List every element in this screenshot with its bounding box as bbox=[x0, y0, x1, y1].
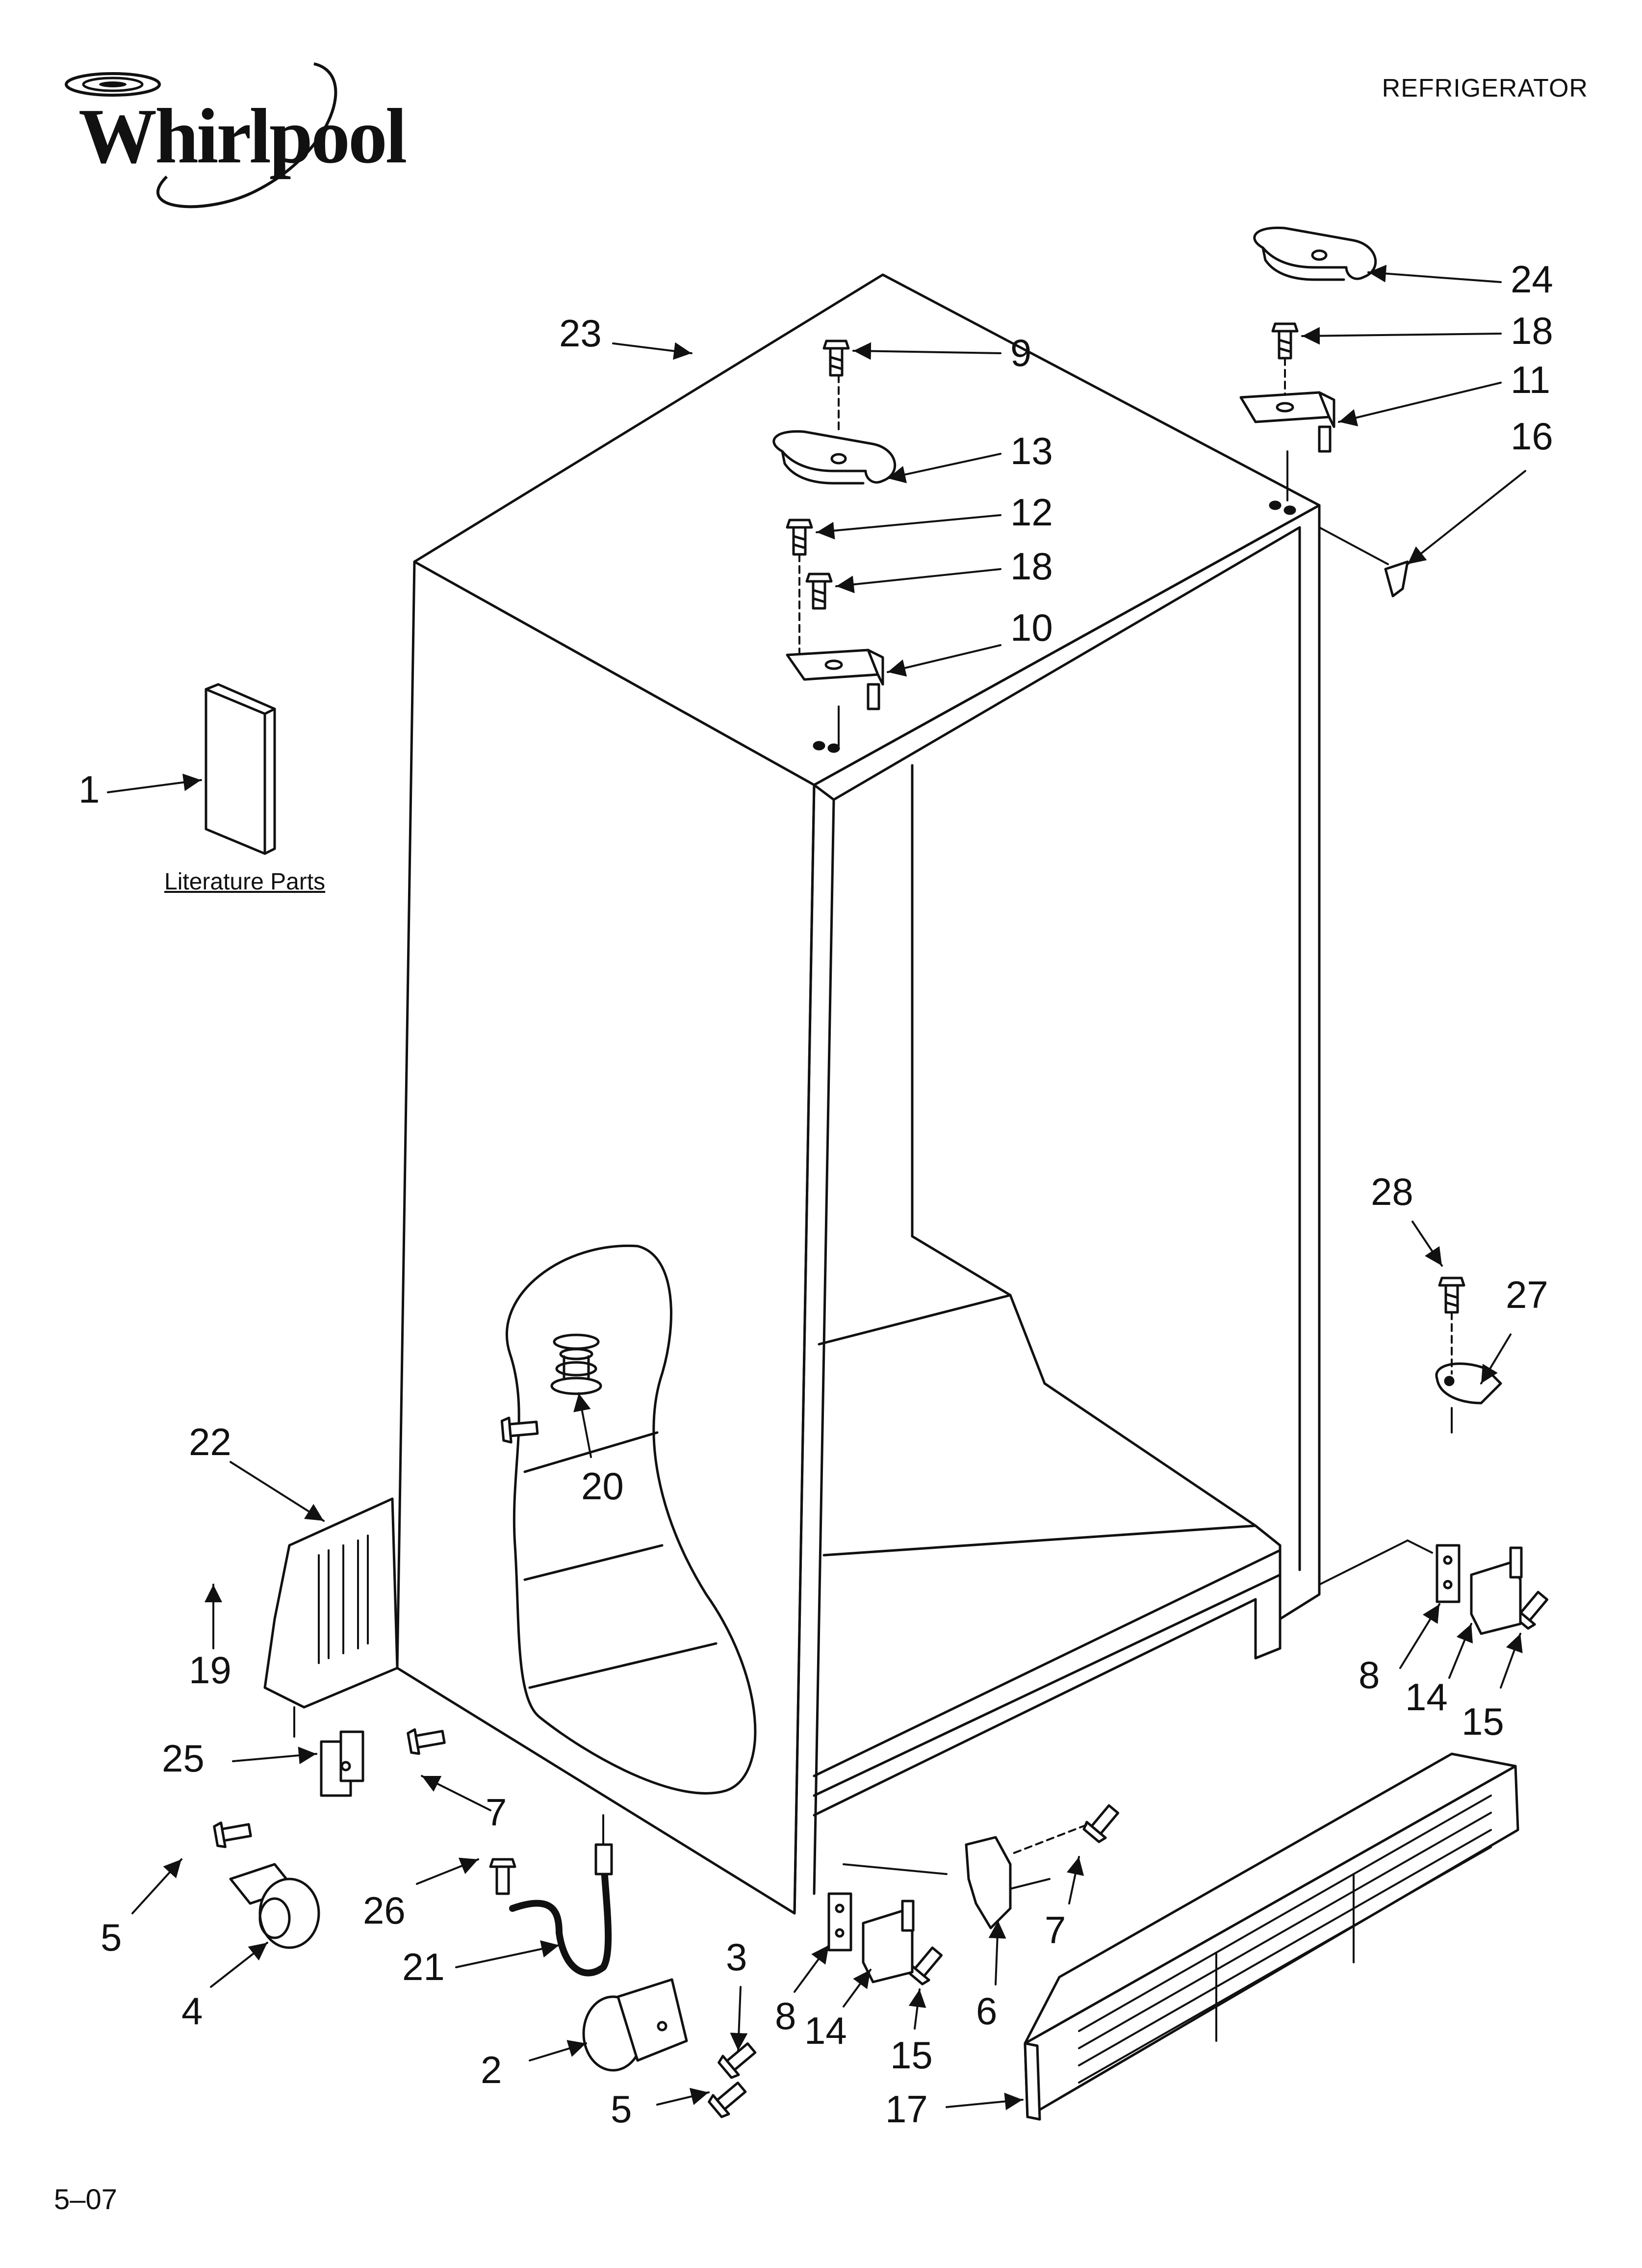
leader-lines bbox=[107, 264, 1526, 2111]
callout-19: 19 bbox=[189, 1648, 231, 1692]
callout-27: 27 bbox=[1506, 1273, 1548, 1316]
callout-15: 15 bbox=[1462, 1700, 1504, 1743]
callout-2: 2 bbox=[481, 2048, 502, 2091]
brand-wordmark: Whirlpool bbox=[78, 92, 407, 180]
part-16-clip bbox=[1384, 560, 1409, 598]
callout-16: 16 bbox=[1511, 415, 1553, 458]
callout-9: 9 bbox=[1010, 331, 1032, 374]
callout-5: 5 bbox=[611, 2087, 632, 2131]
whirlpool-logo: Whirlpool bbox=[59, 54, 407, 216]
part-17-toe-grille bbox=[1024, 1752, 1519, 2121]
logo-swirl-icon bbox=[65, 62, 337, 209]
part-11-hinge bbox=[1239, 391, 1335, 453]
cabinet-shell bbox=[396, 273, 1321, 1915]
callout-14: 14 bbox=[1405, 1675, 1448, 1719]
callout-7: 7 bbox=[486, 1791, 507, 1834]
part-27-bracket bbox=[1435, 1362, 1502, 1405]
part-2-roller bbox=[582, 1978, 688, 2072]
callout-11: 11 bbox=[1511, 358, 1550, 401]
callout-5: 5 bbox=[101, 1916, 122, 1959]
page-title: REFRIGERATOR bbox=[1382, 74, 1588, 103]
callout-7: 7 bbox=[1045, 1908, 1066, 1952]
callout-18: 18 bbox=[1010, 545, 1053, 588]
part-20-grommet bbox=[550, 1333, 602, 1395]
part-4-roller bbox=[229, 1863, 320, 1949]
callout-10: 10 bbox=[1010, 606, 1053, 649]
callout-24: 24 bbox=[1511, 258, 1553, 301]
callout-3: 3 bbox=[726, 1935, 747, 1979]
screws bbox=[213, 322, 1549, 2118]
callout-4: 4 bbox=[181, 1989, 203, 2033]
part-1-literature bbox=[205, 683, 276, 855]
part-24-hinge-cover bbox=[1253, 226, 1377, 281]
part-25-bracket bbox=[320, 1730, 364, 1797]
callout-12: 12 bbox=[1010, 491, 1053, 534]
callout-25: 25 bbox=[162, 1737, 205, 1780]
part-21-tube bbox=[509, 1843, 613, 1977]
callout-21: 21 bbox=[402, 1945, 445, 1988]
part-6-bracket bbox=[965, 1836, 1012, 1929]
callout-26: 26 bbox=[363, 1889, 406, 1932]
callout-20: 20 bbox=[581, 1464, 624, 1508]
callout-8: 8 bbox=[775, 1994, 796, 2037]
part-14-hinge-left bbox=[862, 1900, 915, 1983]
callout-14: 14 bbox=[804, 2009, 847, 2052]
callout-13: 13 bbox=[1010, 429, 1053, 472]
callout-28: 28 bbox=[1371, 1170, 1413, 1213]
literature-caption: Literature Parts bbox=[164, 869, 326, 895]
callout-18: 18 bbox=[1511, 309, 1553, 352]
part-8-shim-left bbox=[827, 1892, 852, 1952]
callout-15: 15 bbox=[890, 2033, 933, 2077]
callout-6: 6 bbox=[976, 1989, 998, 2033]
callout-1: 1 bbox=[78, 768, 100, 811]
footer-code: 5–07 bbox=[54, 2184, 118, 2216]
callout-8: 8 bbox=[1359, 1653, 1380, 1696]
part-22-panel bbox=[263, 1497, 399, 1709]
part-10-hinge bbox=[786, 649, 884, 710]
callout-17: 17 bbox=[885, 2087, 928, 2131]
callout-23: 23 bbox=[559, 312, 602, 355]
part-14-hinge-right bbox=[1470, 1546, 1523, 1635]
part-8-shim-right bbox=[1436, 1544, 1461, 1603]
callout-22: 22 bbox=[189, 1420, 231, 1463]
